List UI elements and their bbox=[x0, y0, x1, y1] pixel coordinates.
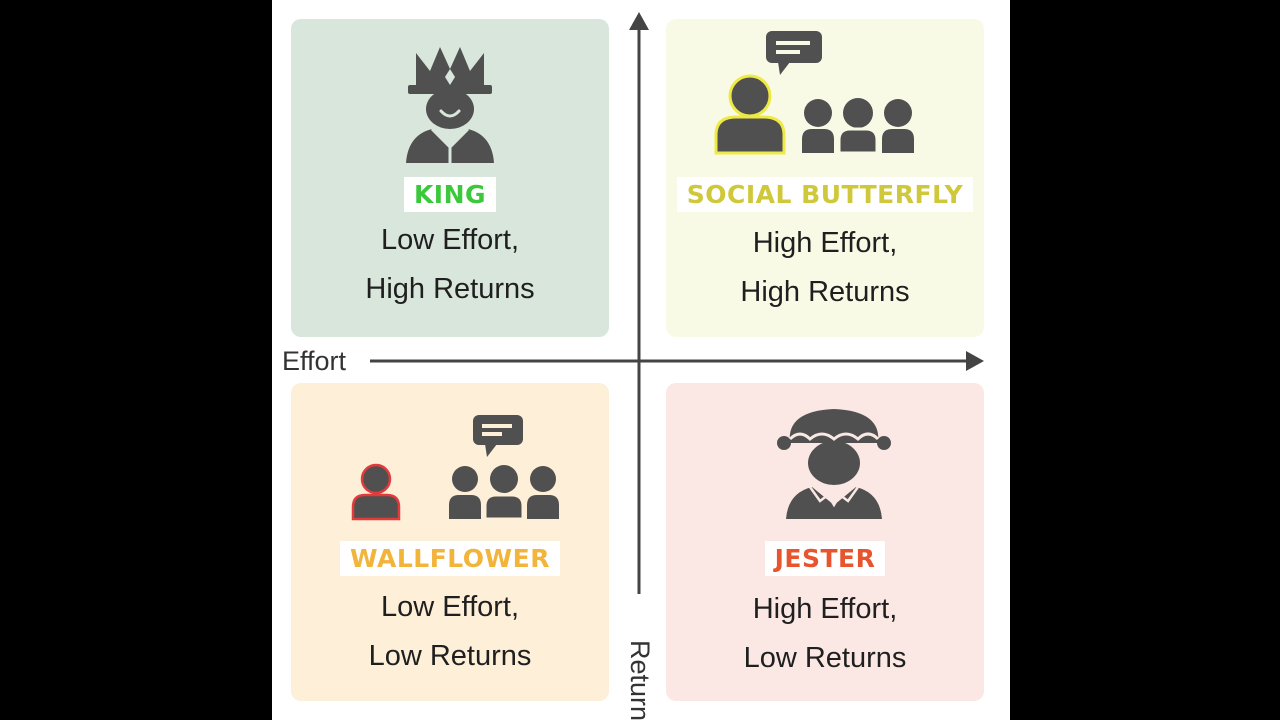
quadrant-wallflower: WALLFLOWER Low Effort, Low Returns bbox=[291, 383, 609, 701]
wallflower-title: WALLFLOWER bbox=[291, 541, 609, 576]
social-butterfly-effort-text: High Effort, bbox=[752, 227, 898, 259]
king-title: KING bbox=[291, 177, 609, 212]
x-axis-arrow-icon bbox=[966, 351, 984, 371]
alone-beside-group-icon bbox=[351, 415, 559, 521]
jester-effort-text: High Effort, bbox=[752, 593, 898, 625]
social-butterfly-title: SOCIAL BUTTERFLY bbox=[666, 177, 984, 212]
group-of-people-icon bbox=[802, 98, 914, 155]
king-title-text: KING bbox=[403, 177, 497, 212]
king-crown-icon bbox=[406, 47, 494, 163]
jester-title-text: JESTER bbox=[764, 541, 886, 576]
wallflower-returns-text: Low Returns bbox=[368, 640, 532, 672]
wallflower-title-text: WALLFLOWER bbox=[340, 541, 560, 576]
wallflower-description: Low Effort, Low Returns bbox=[291, 583, 609, 681]
king-returns-text: High Returns bbox=[365, 273, 535, 305]
jester-title: JESTER bbox=[666, 541, 984, 576]
king-effort-text: Low Effort, bbox=[380, 224, 520, 256]
talking-to-group-icon bbox=[714, 31, 914, 155]
lonely-person-icon bbox=[351, 463, 401, 521]
social-butterfly-returns-text: High Returns bbox=[740, 276, 910, 308]
jester-description: High Effort, Low Returns bbox=[666, 585, 984, 683]
y-axis-label: Returns bbox=[625, 640, 655, 720]
axes bbox=[370, 12, 984, 594]
king-description: Low Effort, High Returns bbox=[291, 216, 609, 314]
x-axis-label: Effort bbox=[282, 346, 347, 376]
speech-bubble-icon bbox=[766, 31, 822, 75]
social-butterfly-title-text: SOCIAL BUTTERFLY bbox=[676, 177, 974, 212]
crowd-of-people-icon bbox=[449, 465, 559, 521]
speaker-person-icon bbox=[714, 74, 786, 155]
quadrant-diagram: KING Low Effort, High Returns bbox=[272, 0, 1010, 720]
quadrant-king: KING Low Effort, High Returns bbox=[291, 19, 609, 337]
jester-returns-text: Low Returns bbox=[743, 642, 907, 674]
quadrant-social-butterfly: SOCIAL BUTTERFLY High Effort, High Retur… bbox=[666, 19, 984, 337]
jester-icon-shape bbox=[777, 409, 891, 519]
jester-hat-icon bbox=[777, 409, 891, 519]
quadrant-jester: JESTER High Effort, Low Returns bbox=[666, 383, 984, 701]
wallflower-effort-text: Low Effort, bbox=[380, 591, 520, 623]
y-axis-arrow-icon bbox=[629, 12, 649, 30]
social-butterfly-description: High Effort, High Returns bbox=[666, 219, 984, 317]
chat-bubble-icon bbox=[473, 415, 523, 457]
